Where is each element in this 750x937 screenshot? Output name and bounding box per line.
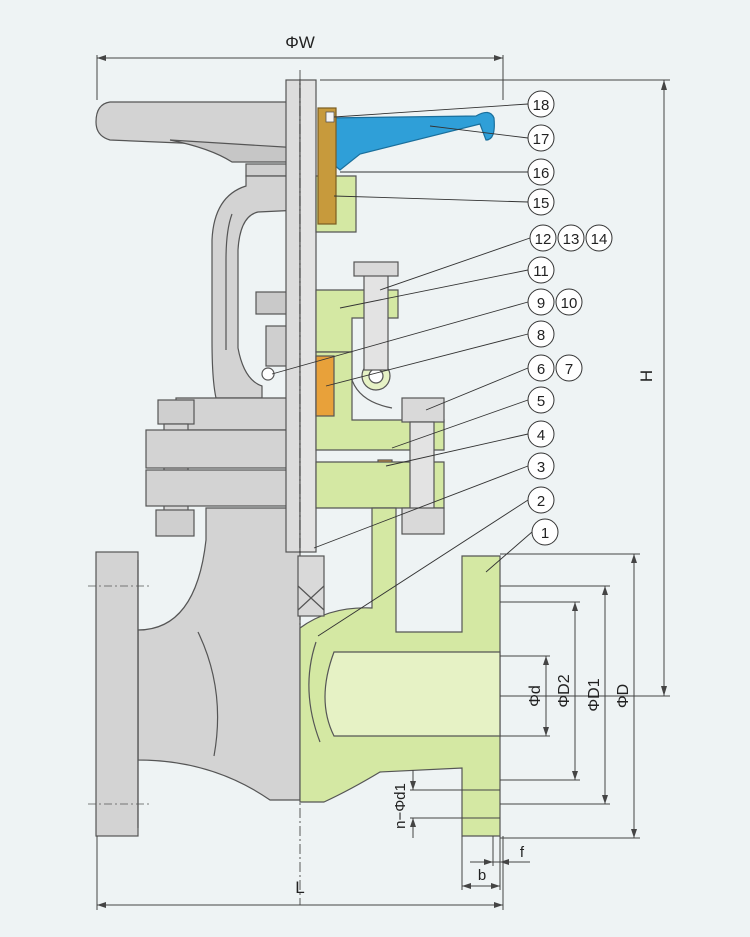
callout-12: 12	[529, 224, 557, 252]
phi-w-label: ΦW	[285, 33, 315, 52]
svg-text:17: 17	[533, 131, 550, 148]
dimension-phi-d-small: Φd	[500, 655, 550, 737]
lubrication-handle	[317, 107, 495, 225]
callout-16: 16	[527, 158, 555, 186]
callout-7: 7	[555, 354, 583, 382]
f-label: f	[520, 844, 525, 861]
callout-1: 1	[531, 518, 559, 546]
dimension-phi-d2: ΦD2	[500, 601, 580, 781]
dimension-phi-d1: ΦD1	[500, 585, 610, 805]
svg-text:12: 12	[535, 231, 552, 248]
callout-11: 11	[527, 256, 555, 284]
svg-text:4: 4	[537, 427, 545, 444]
svg-text:9: 9	[537, 295, 545, 312]
valve-section-half	[297, 175, 501, 837]
phi-d2-label: ΦD2	[556, 674, 573, 707]
dimension-b-f: b f	[461, 836, 530, 890]
svg-text:6: 6	[537, 361, 545, 378]
svg-text:3: 3	[537, 459, 545, 476]
callout-10: 10	[555, 288, 583, 316]
phi-d-small-label: Φd	[527, 685, 544, 707]
svg-text:7: 7	[565, 361, 573, 378]
callout-18: 18	[527, 90, 555, 118]
svg-text:14: 14	[591, 231, 608, 248]
callout-5: 5	[527, 386, 555, 414]
callout-13: 13	[557, 224, 585, 252]
callout-15: 15	[527, 188, 555, 216]
svg-text:1: 1	[541, 525, 549, 542]
svg-text:13: 13	[563, 231, 580, 248]
callout-2: 2	[527, 486, 555, 514]
svg-text:11: 11	[533, 263, 549, 280]
dimension-bolt-holes: n−Φd1	[392, 770, 500, 838]
svg-text:15: 15	[533, 195, 550, 212]
dimension-l: L	[96, 836, 504, 910]
callout-9: 9	[527, 288, 555, 316]
dimension-h: H	[320, 79, 670, 697]
n-phi-d1-label: n−Φd1	[392, 783, 409, 829]
dimension-phi-w: ΦW	[96, 33, 504, 100]
svg-text:5: 5	[537, 393, 545, 410]
callout-14: 14	[585, 224, 613, 252]
svg-text:18: 18	[533, 97, 550, 114]
valve-exterior-half	[88, 101, 301, 837]
callout-leaders	[271, 103, 533, 637]
svg-text:2: 2	[537, 493, 545, 510]
callout-4: 4	[527, 420, 555, 448]
svg-text:10: 10	[561, 295, 578, 312]
callout-3: 3	[527, 452, 555, 480]
phi-d-label: ΦD	[615, 684, 632, 708]
b-label: b	[478, 867, 486, 884]
callout-17: 17	[527, 124, 555, 152]
svg-text:16: 16	[533, 165, 550, 182]
callout-8: 8	[527, 320, 555, 348]
dimension-phi-d: ΦD	[500, 553, 640, 839]
l-label: L	[295, 878, 304, 897]
h-label: H	[637, 370, 656, 382]
svg-text:8: 8	[537, 327, 545, 344]
valve-stem	[285, 70, 317, 905]
callout-6: 6	[527, 354, 555, 382]
phi-d1-label: ΦD1	[586, 678, 603, 711]
